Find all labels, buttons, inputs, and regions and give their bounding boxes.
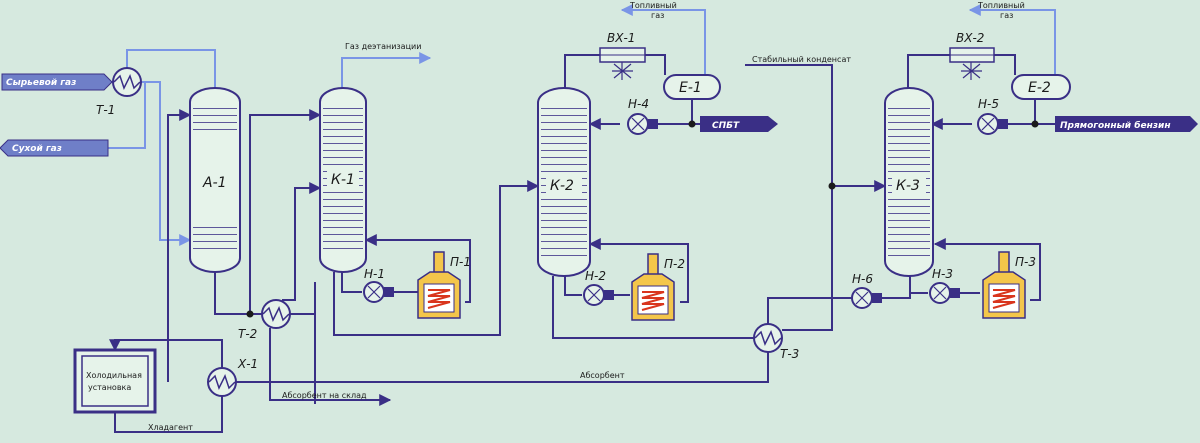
h1-label: Н-1 (364, 267, 385, 281)
fuel-gas-2-line2: газ (1000, 11, 1013, 20)
raw-gas-badge: Сырьевой газ (1, 73, 113, 91)
liquid-lines (109, 54, 1187, 433)
straight-run-gasoline-badge: Прямогонный бензин (1055, 116, 1198, 132)
spbt-label: СПБТ (712, 121, 740, 131)
refrigerant-label: Хладагент (148, 423, 193, 432)
e2-label: Е-2 (1028, 80, 1051, 96)
t1-label: Т-1 (96, 103, 115, 117)
pump-h2 (583, 284, 614, 306)
pump-h3 (929, 282, 960, 304)
column-k1: К-1 (319, 87, 367, 273)
absorbent-to-storage-label: Абсорбент на склад (282, 391, 367, 400)
straight-run-gasoline-label: Прямогонный бензин (1060, 120, 1171, 131)
h2-label: Н-2 (585, 269, 606, 283)
column-k3: К-3 (884, 87, 934, 277)
k3-label: К-3 (896, 178, 920, 194)
absorbent-label: Абсорбент (580, 371, 625, 380)
heat-exchanger-t1 (112, 67, 142, 97)
fuel-gas-1-line1: Топливный (629, 1, 677, 10)
air-cooler-bx1 (599, 47, 646, 80)
stream-labels: Газ деэтанизации Топливный газ Топливный… (148, 1, 1025, 432)
k2-label: К-2 (550, 178, 574, 194)
column-a1: А-1 (189, 87, 241, 273)
h4-label: Н-4 (628, 97, 649, 111)
p3-label: П-3 (1015, 255, 1036, 269)
column-k2: К-2 (537, 87, 591, 277)
fuel-gas-2-line1: Топливный (977, 1, 1025, 10)
cooler-x1 (207, 367, 237, 397)
equipment-labels: Т-1 Т-2 Т-3 Х-1 Н-1 Н-2 Н-3 Н-4 Н-5 Н-6 … (96, 31, 1036, 371)
pump-h5 (977, 113, 1008, 135)
furnace-p2 (631, 253, 675, 321)
fridge-label-line1: Холодильная (86, 371, 142, 380)
pump-h4 (627, 113, 658, 135)
reflux-drum-e2: Е-2 (1011, 74, 1071, 100)
k1-label: К-1 (331, 172, 355, 188)
spbt-badge: СПБТ (700, 116, 778, 132)
h3-label: Н-3 (932, 267, 953, 281)
t2-label: Т-2 (238, 327, 257, 341)
pipe-junctions (246, 120, 1039, 318)
h5-label: Н-5 (978, 97, 999, 111)
fridge-label-line2: установка (88, 383, 131, 392)
t3-label: Т-3 (780, 347, 799, 361)
furnace-p1 (417, 251, 461, 319)
reflux-drum-e1: Е-1 (663, 74, 721, 100)
bx1-label: ВХ-1 (607, 31, 635, 45)
fuel-gas-1-line2: газ (651, 11, 664, 20)
pump-h6 (851, 287, 882, 309)
furnace-p3 (982, 251, 1026, 319)
raw-gas-label: Сырьевой газ (6, 78, 76, 88)
gas-lines (108, 4, 1056, 246)
e1-label: Е-1 (679, 80, 702, 96)
bx2-label: ВХ-2 (956, 31, 984, 45)
pump-h1 (363, 281, 394, 303)
air-cooler-bx2 (949, 47, 995, 80)
heat-exchanger-t2 (261, 299, 291, 329)
dry-gas-label: Сухой газ (12, 144, 62, 154)
refrigeration-unit: Холодильная установка (73, 348, 157, 414)
a1-label: А-1 (202, 175, 227, 191)
heat-exchanger-t3 (753, 323, 783, 353)
p1-label: П-1 (450, 255, 471, 269)
h6-label: Н-6 (852, 272, 873, 286)
x1-label: Х-1 (237, 357, 258, 371)
dry-gas-badge: Сухой газ (0, 139, 109, 157)
deethanization-gas-label: Газ деэтанизации (345, 42, 421, 51)
stable-condensate-label: Стабильный конденсат (752, 55, 851, 64)
p2-label: П-2 (664, 257, 685, 271)
